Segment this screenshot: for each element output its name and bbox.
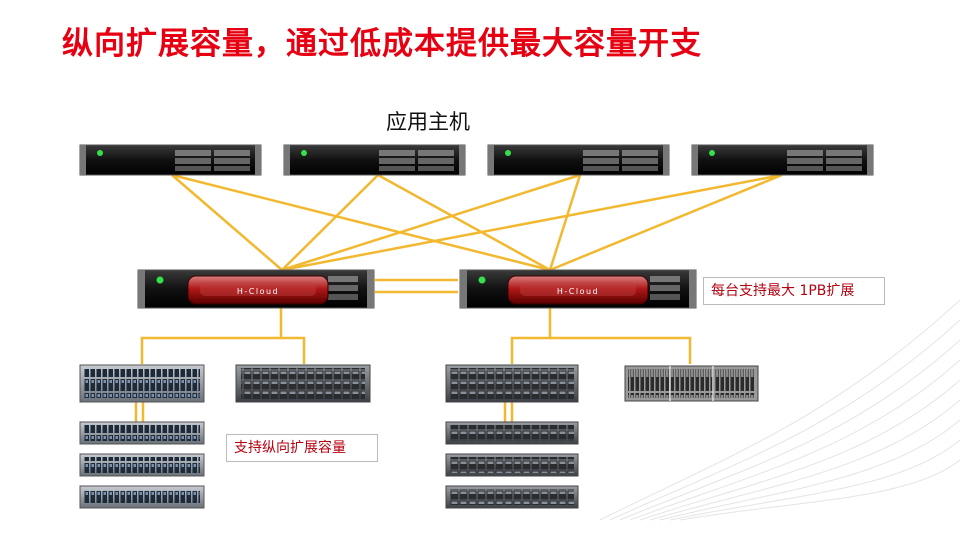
scale-up-note: 支持纵向扩展容量 bbox=[226, 434, 378, 462]
controller-interconnect bbox=[375, 278, 458, 294]
right-storage-group bbox=[445, 364, 759, 509]
storage-array-icon bbox=[79, 453, 205, 477]
server-icon bbox=[79, 144, 262, 176]
slide-title: 纵向扩展容量，通过低成本提供最大容量开支 bbox=[62, 26, 702, 62]
disk-shelf-icon bbox=[445, 364, 579, 403]
server-icon bbox=[691, 144, 874, 176]
disk-shelf-icon bbox=[235, 364, 371, 403]
controller-icon: H-Cloud bbox=[137, 269, 375, 309]
storage-links bbox=[134, 308, 692, 422]
host-links bbox=[171, 173, 783, 272]
host-servers bbox=[79, 144, 874, 176]
disk-shelf-icon bbox=[445, 453, 579, 477]
background-swoosh bbox=[599, 299, 960, 521]
disk-shelf-icon bbox=[445, 421, 579, 445]
disk-shelf-icon bbox=[445, 485, 579, 509]
storage-array-icon bbox=[79, 485, 205, 509]
storage-array-icon bbox=[79, 421, 205, 445]
storage-array-icon bbox=[79, 364, 205, 403]
controller-icon: H-Cloud bbox=[459, 269, 697, 309]
controller-label: H-Cloud bbox=[557, 287, 599, 296]
server-icon bbox=[487, 144, 670, 176]
server-icon bbox=[283, 144, 466, 176]
controllers: H-Cloud H-Cloud bbox=[137, 269, 697, 309]
left-storage-group bbox=[79, 364, 371, 509]
storage-array-icon bbox=[624, 365, 759, 402]
controller-label: H-Cloud bbox=[237, 287, 279, 296]
hosts-label: 应用主机 bbox=[386, 110, 470, 134]
controller-capacity-note: 每台支持最大 1PB扩展 bbox=[703, 277, 885, 305]
